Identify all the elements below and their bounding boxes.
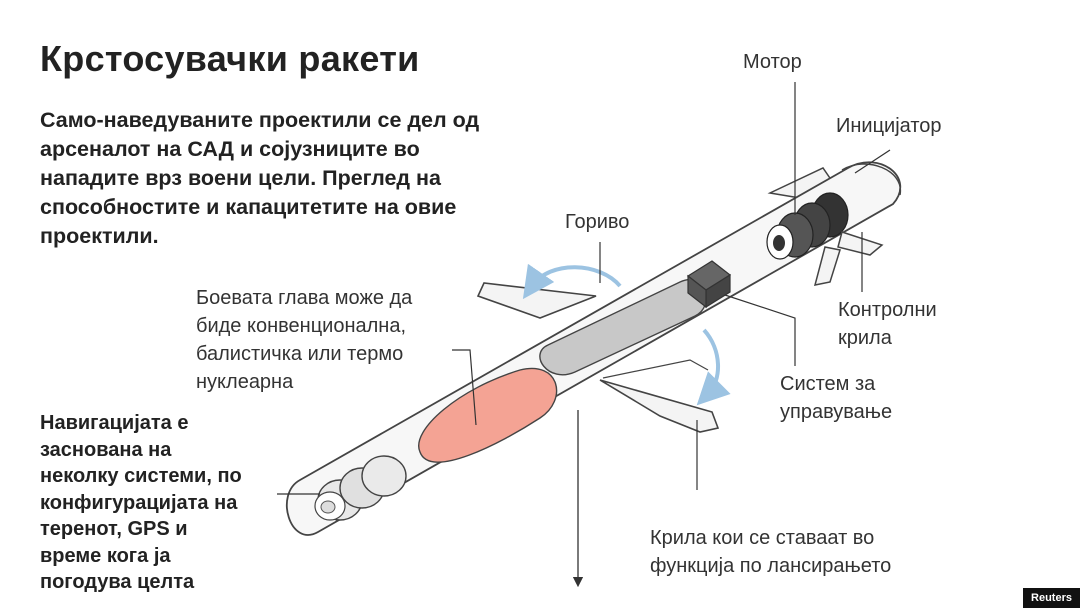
label-line: теренот, GPS и	[40, 518, 188, 540]
leader-lines	[277, 82, 891, 495]
label-line: неколку системи, по	[40, 465, 242, 487]
label-line: заснована на	[40, 438, 172, 461]
label-motor: Мотор	[743, 51, 802, 73]
label-warhead: Боевата глава може да биде конвенционалн…	[196, 284, 412, 396]
intro-line: арсеналот на САД и сојузниците во	[40, 137, 420, 161]
tail-fin-bottom	[813, 246, 841, 286]
label-fuel: Гориво	[565, 211, 630, 233]
label-line: Навигацијата е	[40, 412, 189, 434]
label-navigation: Навигацијата е заснована на неколку сист…	[40, 410, 280, 596]
intro-line: Само-наведуваните проектили се дел од	[40, 108, 480, 132]
intro-line: проектили.	[40, 224, 159, 248]
credit-badge: Reuters	[1023, 588, 1080, 608]
intro-line: способностите и капацитетите на овие	[40, 195, 457, 219]
label-line: време кога ја	[40, 544, 171, 567]
label-control-wings: Контролни крила	[838, 296, 937, 352]
label-initiator: Иницијатор	[836, 115, 942, 137]
warhead	[418, 367, 558, 463]
label-line: крила	[838, 327, 892, 349]
label-wings: Крила кои се ставаат во функција по ланс…	[650, 524, 891, 580]
engine	[766, 192, 849, 260]
intro-line: нападите врз воени цели. Преглед на	[40, 166, 441, 190]
label-line: балистичка или термо	[196, 343, 404, 365]
label-line: биде конвенционална,	[196, 315, 406, 337]
label-line: погодува целта	[40, 571, 195, 593]
label-line: Крила кои се ставаат во	[650, 527, 875, 549]
label-line: функција по лансирањето	[650, 555, 892, 577]
label-line: Боевата глава може да	[196, 287, 413, 309]
guidance-box	[686, 260, 732, 309]
label-line: конфигурацијата на	[40, 491, 238, 514]
label-line: управување	[780, 401, 893, 423]
intro-text: Само-наведуваните проектили се дел од ар…	[40, 106, 560, 251]
label-line: Контролни	[838, 299, 937, 321]
label-line: нуклеарна	[196, 371, 294, 393]
page-title: Крстосувачки ракети	[40, 38, 420, 79]
label-guidance: Систем за управување	[780, 370, 892, 426]
wing-bottom	[599, 379, 720, 433]
tail-cone	[841, 163, 901, 196]
rotation-arrow-top	[522, 263, 622, 300]
tail-fin-right	[837, 231, 884, 256]
rotation-arrow-bottom	[696, 328, 731, 406]
wing-top	[476, 282, 597, 319]
nose-seeker	[314, 455, 407, 521]
label-line: Систем за	[780, 373, 876, 395]
